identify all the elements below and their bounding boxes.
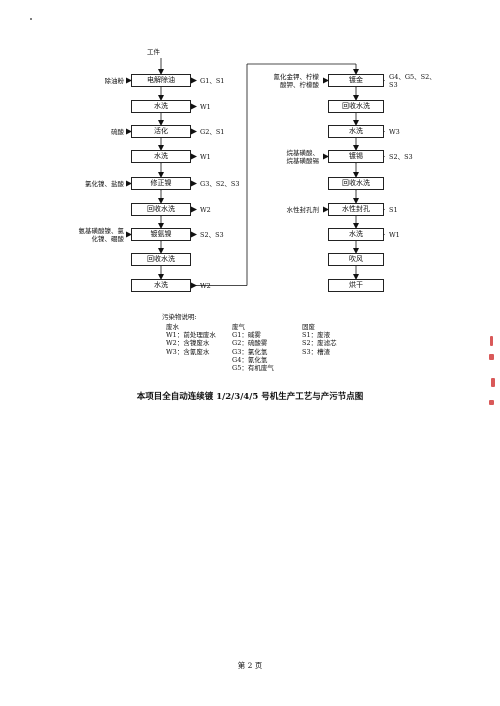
legend-item: S2：废滤芯 [302, 339, 337, 348]
process-step-box: 烘干 [328, 279, 384, 292]
input-material-label: 硫酸 [111, 127, 124, 136]
pollutant-output-label: G2、S1 [200, 127, 225, 136]
input-material-label: 氯化镍、盐酸 [85, 179, 124, 188]
legend-header: 废气 [232, 323, 245, 331]
input-material-label: 水性封孔剂 [286, 205, 320, 214]
legend-header: 废水 [166, 323, 179, 331]
diagram-title: 本项目全自动连续镀 1/2/3/4/5 号机生产工艺与产污节点图 [136, 392, 364, 402]
stamp-fragment [489, 400, 494, 405]
pollutant-output-label: G3、S2、S3 [200, 179, 240, 188]
label-line: 酸钾、柠檬酸 [280, 80, 319, 89]
process-step-box: 水洗 [328, 125, 384, 138]
process-step-box: 电解除油 [131, 74, 191, 87]
process-step-box: 吹风 [328, 253, 384, 266]
input-material-label: 氨基磺酸镍、氯化镍、硼酸 [79, 227, 125, 243]
stamp-fragment [489, 354, 494, 360]
pollutant-output-label: W1 [389, 230, 400, 239]
label-line: 烷基磺酸锡 [286, 156, 320, 165]
legend-item: W1：前处理废水 [166, 331, 216, 340]
label-line: 化镍、硼酸 [91, 234, 125, 243]
stamp-fragment [491, 378, 495, 387]
pollutant-output-label: S2、S3 [389, 152, 413, 161]
label-line: 氰化金钾、柠檬 [273, 72, 320, 81]
legend-item: W3：含氰废水 [166, 347, 210, 356]
input-material-label: 除油粉 [104, 76, 125, 85]
legend-item: G3：氯化氢 [232, 347, 268, 356]
page-number: 第 2 页 [237, 661, 263, 670]
process-step-box: 水洗 [131, 100, 191, 113]
process-step-box: 修正镍 [131, 177, 191, 190]
stamp-fragment [490, 336, 493, 346]
pollutant-output-label: S1 [389, 205, 398, 214]
legend-column-waste-gas: 废气 G1：碱雾 G2：硫酸雾 G3：氯化氢 G4：氰化氢 G5：有机废气 [232, 323, 274, 372]
legend-item: G2：硫酸雾 [232, 339, 268, 348]
process-step-box: 回收水洗 [131, 253, 191, 266]
pollutant-output-label: S2、S3 [200, 230, 224, 239]
process-step-box: 镀氨镍 [131, 228, 191, 241]
pollutant-output-label: W3 [389, 127, 400, 136]
pollutant-output-label: W2 [200, 281, 211, 290]
process-step-box: 回收水洗 [328, 100, 384, 113]
label-line: G4、G5、S2、 [389, 72, 436, 81]
process-step-box: 水性封孔 [328, 203, 384, 216]
input-material-label: 烷基磺酸、烷基磺酸锡 [287, 149, 320, 165]
legend-column-solid-waste: 固废 S1：废液 S2：废滤芯 S3：槽渣 [302, 323, 337, 356]
legend-item: S1：废液 [302, 331, 331, 340]
legend-item: S3：槽渣 [302, 347, 331, 356]
legend-item: G4：氰化氢 [232, 355, 268, 364]
process-step-box: 活化 [131, 125, 191, 138]
legend-item: G1：碱雾 [232, 331, 261, 340]
pollutant-output-label: W2 [200, 205, 211, 214]
label-line: S3 [389, 80, 398, 89]
label-line: 氨基磺酸镍、氯 [78, 226, 125, 235]
legend-column-wastewater: 废水 W1：前处理废水 W2：含镍废水 W3：含氰废水 [166, 323, 216, 356]
label-line: 烷基磺酸、 [286, 148, 320, 157]
pollutant-output-label: G1、S1 [200, 76, 225, 85]
start-label: 工件 [147, 48, 160, 56]
process-step-box: 回收水洗 [328, 177, 384, 190]
pollutant-output-label: G4、G5、S2、S3 [389, 73, 436, 89]
process-step-box: 水洗 [328, 228, 384, 241]
input-material-label: 氰化金钾、柠檬酸钾、柠檬酸 [274, 73, 320, 89]
legend-item: G5：有机废气 [232, 364, 274, 373]
scan-speck [30, 18, 32, 20]
process-step-box: 镀锡 [328, 150, 384, 163]
process-step-box: 镀金 [328, 74, 384, 87]
pollutant-output-label: W1 [200, 102, 211, 111]
process-step-box: 回收水洗 [131, 203, 191, 216]
pollutant-output-label: W1 [200, 152, 211, 161]
process-step-box: 水洗 [131, 150, 191, 163]
legend-item: W2：含镍废水 [166, 339, 210, 348]
process-step-box: 水洗 [131, 279, 191, 292]
legend-header: 固废 [302, 323, 315, 331]
legend-heading: 污染物说明: [162, 313, 197, 321]
